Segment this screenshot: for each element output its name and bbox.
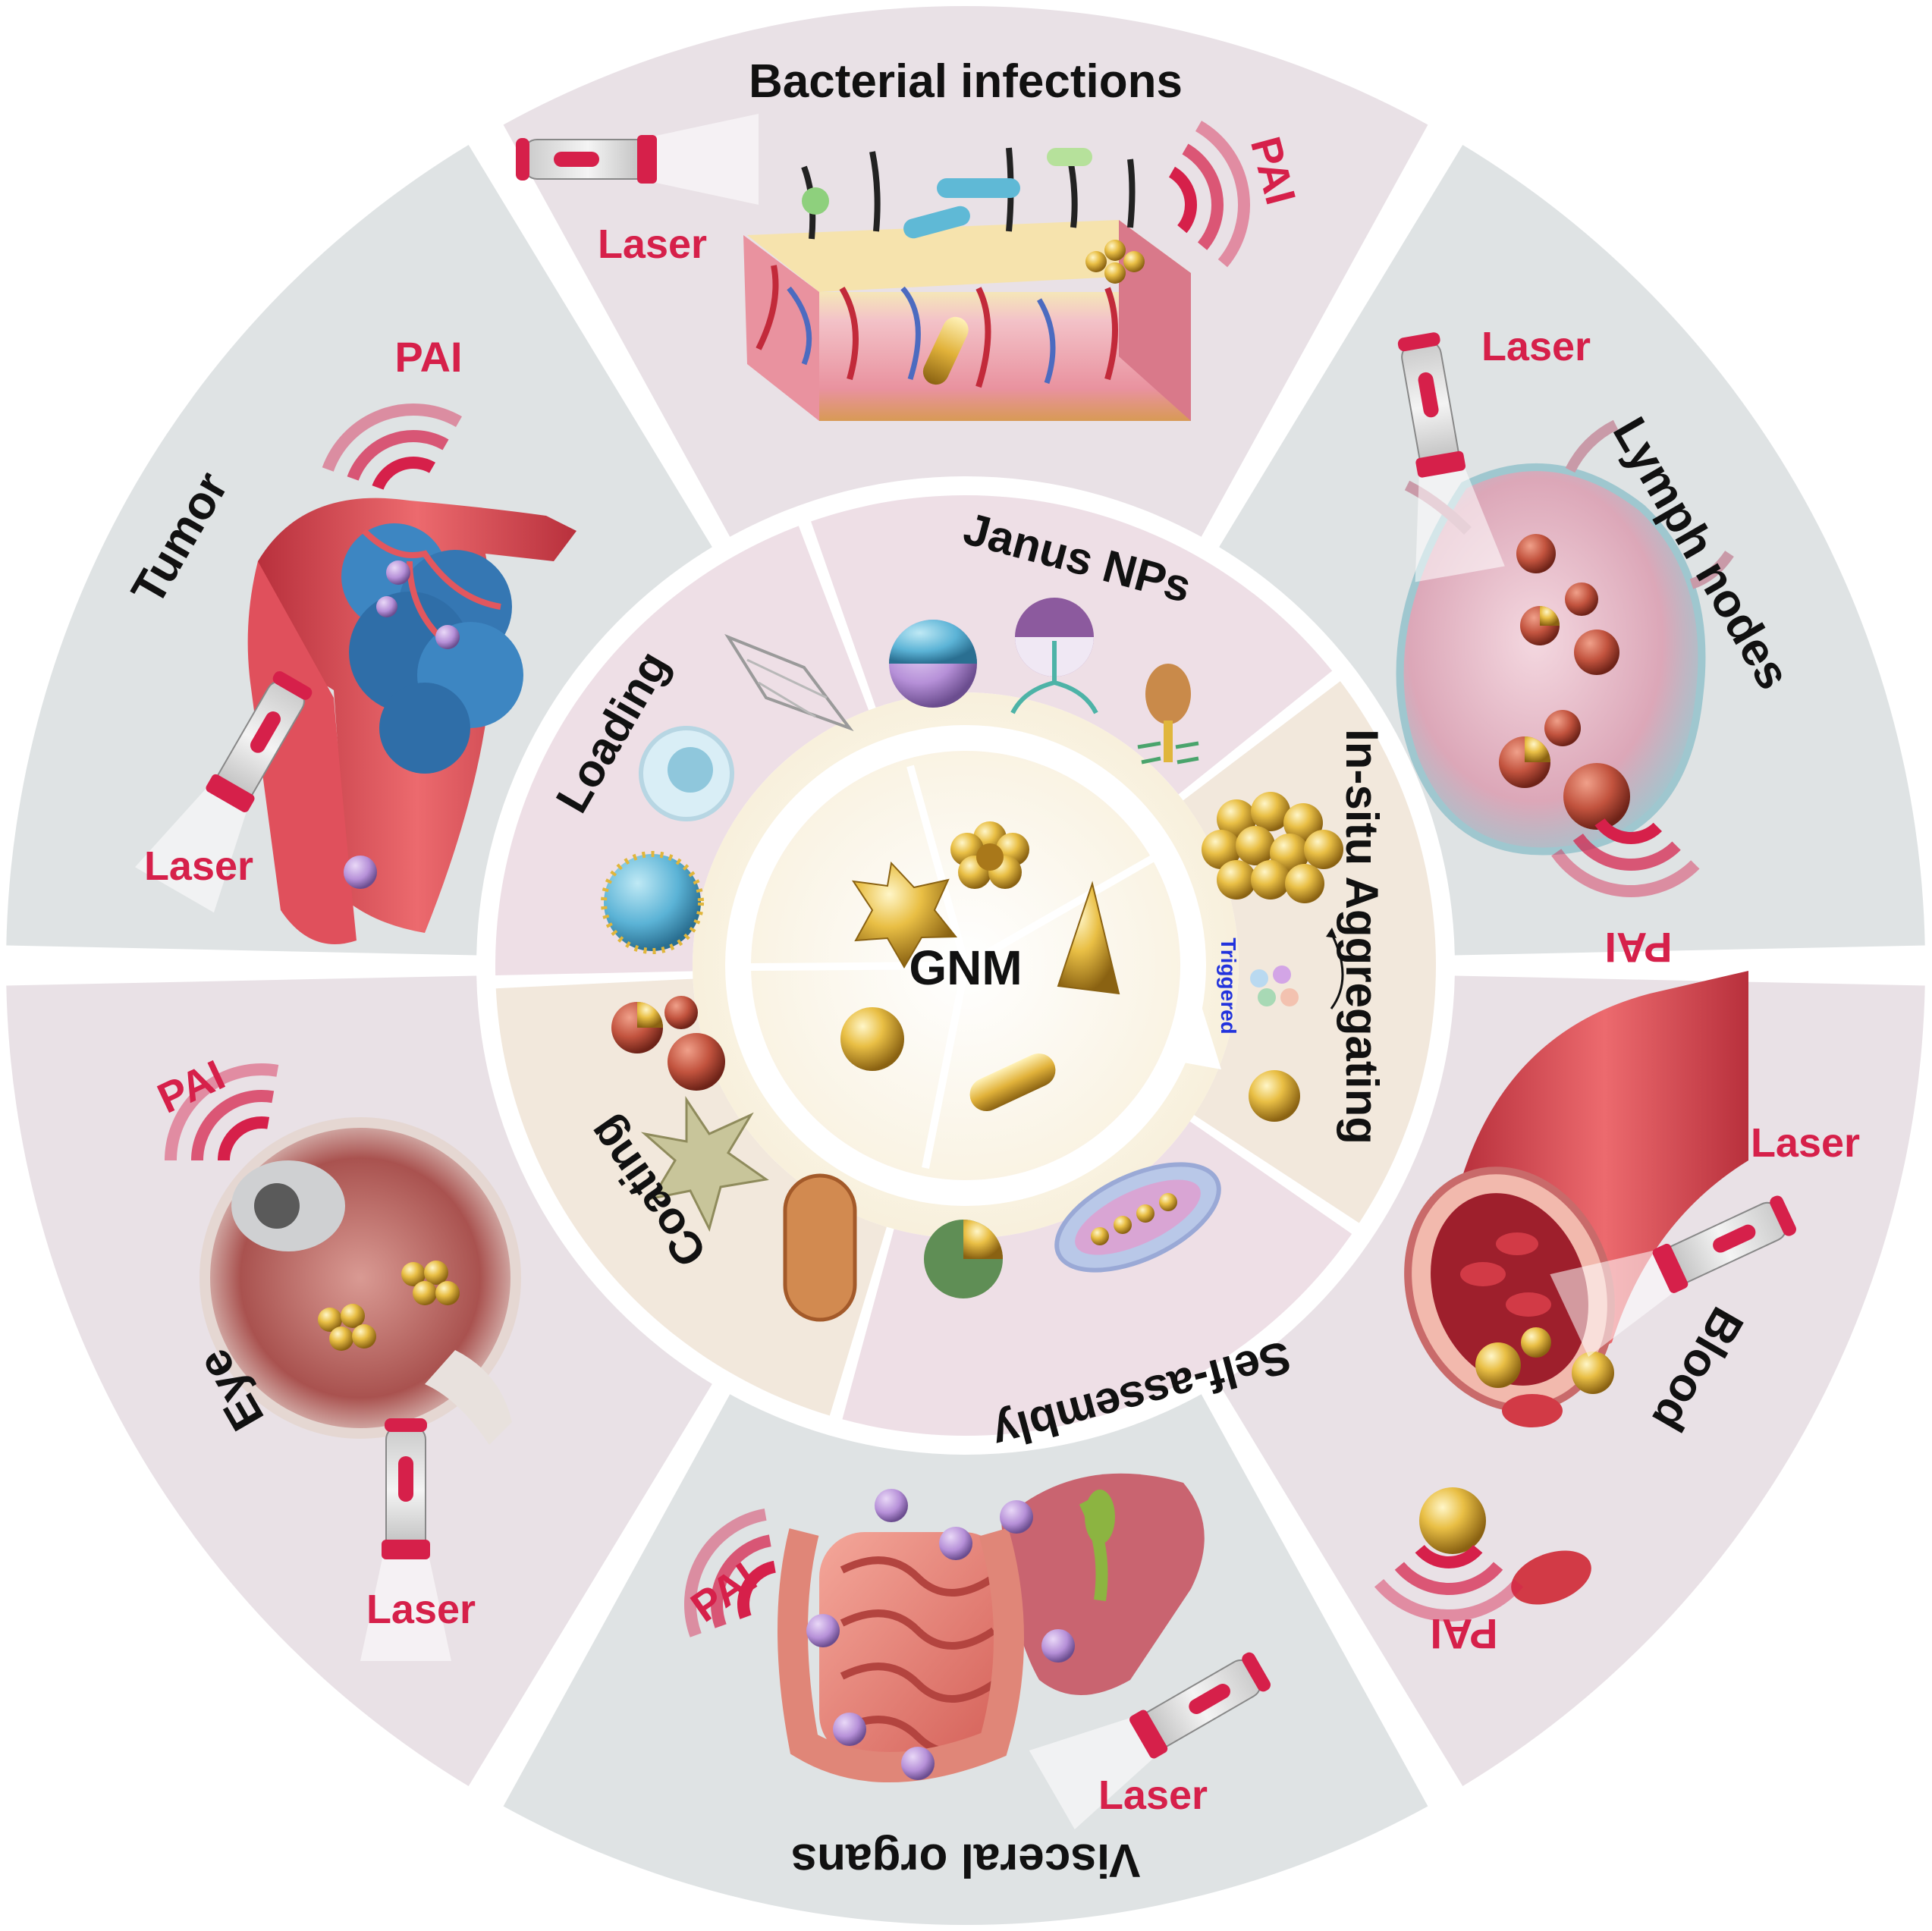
pai-wave-eye bbox=[165, 1063, 279, 1161]
laser-device-bacterial bbox=[516, 114, 759, 205]
laser-label-blood: Laser bbox=[1751, 1120, 1860, 1166]
application-label-bacterial-infections: Bacterial infections bbox=[749, 55, 1183, 108]
gold-nanorod-particle bbox=[969, 1053, 1056, 1112]
gold-nanostar-particle bbox=[851, 861, 958, 969]
loading-carriers-illustration bbox=[601, 633, 854, 954]
laser-label-visceral: Laser bbox=[1098, 1772, 1208, 1818]
pai-wave-bacterial bbox=[1168, 121, 1250, 268]
gold-nanoflower-particle bbox=[950, 821, 1029, 889]
pai-wave-visceral bbox=[684, 1508, 777, 1637]
middle-sector-coating bbox=[495, 978, 887, 1416]
laser-device-tumor bbox=[135, 671, 313, 913]
pai-label-blood: PAI bbox=[1430, 1610, 1497, 1658]
laser-device-lymph bbox=[1397, 332, 1505, 582]
application-label-visceral-organs: Visceral organs bbox=[791, 1834, 1141, 1886]
laser-device-blood bbox=[1550, 1195, 1796, 1357]
skin-infection-illustration bbox=[743, 147, 1191, 421]
coating-particles-illustration bbox=[611, 996, 857, 1322]
triggered-label: Triggered bbox=[1217, 937, 1240, 1035]
laser-devices bbox=[135, 114, 1796, 1829]
tumor-mass bbox=[341, 523, 523, 774]
laser-label-tumor: Laser bbox=[144, 843, 253, 889]
visceral-organs-illustration bbox=[778, 1473, 1205, 1782]
pai-label-tumor: PAI bbox=[394, 333, 462, 381]
pai-wave-tumor bbox=[322, 403, 462, 490]
self-assembly-illustration bbox=[924, 1162, 1221, 1298]
cycle-arrow bbox=[725, 725, 1221, 1206]
pai-label-lymph: PAI bbox=[1604, 924, 1672, 972]
gold-nanosphere-particle bbox=[840, 1007, 904, 1071]
pai-wave-lymph bbox=[1551, 818, 1700, 897]
gold-nanotriangle-particle bbox=[1057, 881, 1120, 995]
pai-signal-waves bbox=[165, 121, 1700, 1637]
laser-label-lymph: Laser bbox=[1481, 324, 1591, 369]
laser-device-eye bbox=[360, 1418, 451, 1661]
core-divider-lines bbox=[750, 765, 1170, 1169]
eye-illustration bbox=[199, 1117, 521, 1445]
laser-device-visceral bbox=[1029, 1652, 1271, 1829]
laser-label-bacterial: Laser bbox=[598, 221, 707, 267]
pai-wave-blood bbox=[1374, 1544, 1524, 1622]
method-label-in-situ-aggregating: In-situ Aggregating bbox=[1337, 729, 1387, 1144]
middle-sector-selfassembly bbox=[842, 1121, 1352, 1436]
gold-aggregate-cluster bbox=[1202, 792, 1343, 903]
eye-gold-aggregate bbox=[318, 1261, 460, 1351]
in-situ-aggregation-illustration: Triggered bbox=[1202, 792, 1344, 1122]
core-label: GNM bbox=[909, 940, 1022, 995]
laser-label-eye: Laser bbox=[366, 1587, 476, 1632]
janus-particles-illustration bbox=[889, 598, 1199, 765]
tumor-illustration bbox=[247, 498, 576, 944]
blood-vessel-illustration bbox=[1404, 971, 1748, 1605]
